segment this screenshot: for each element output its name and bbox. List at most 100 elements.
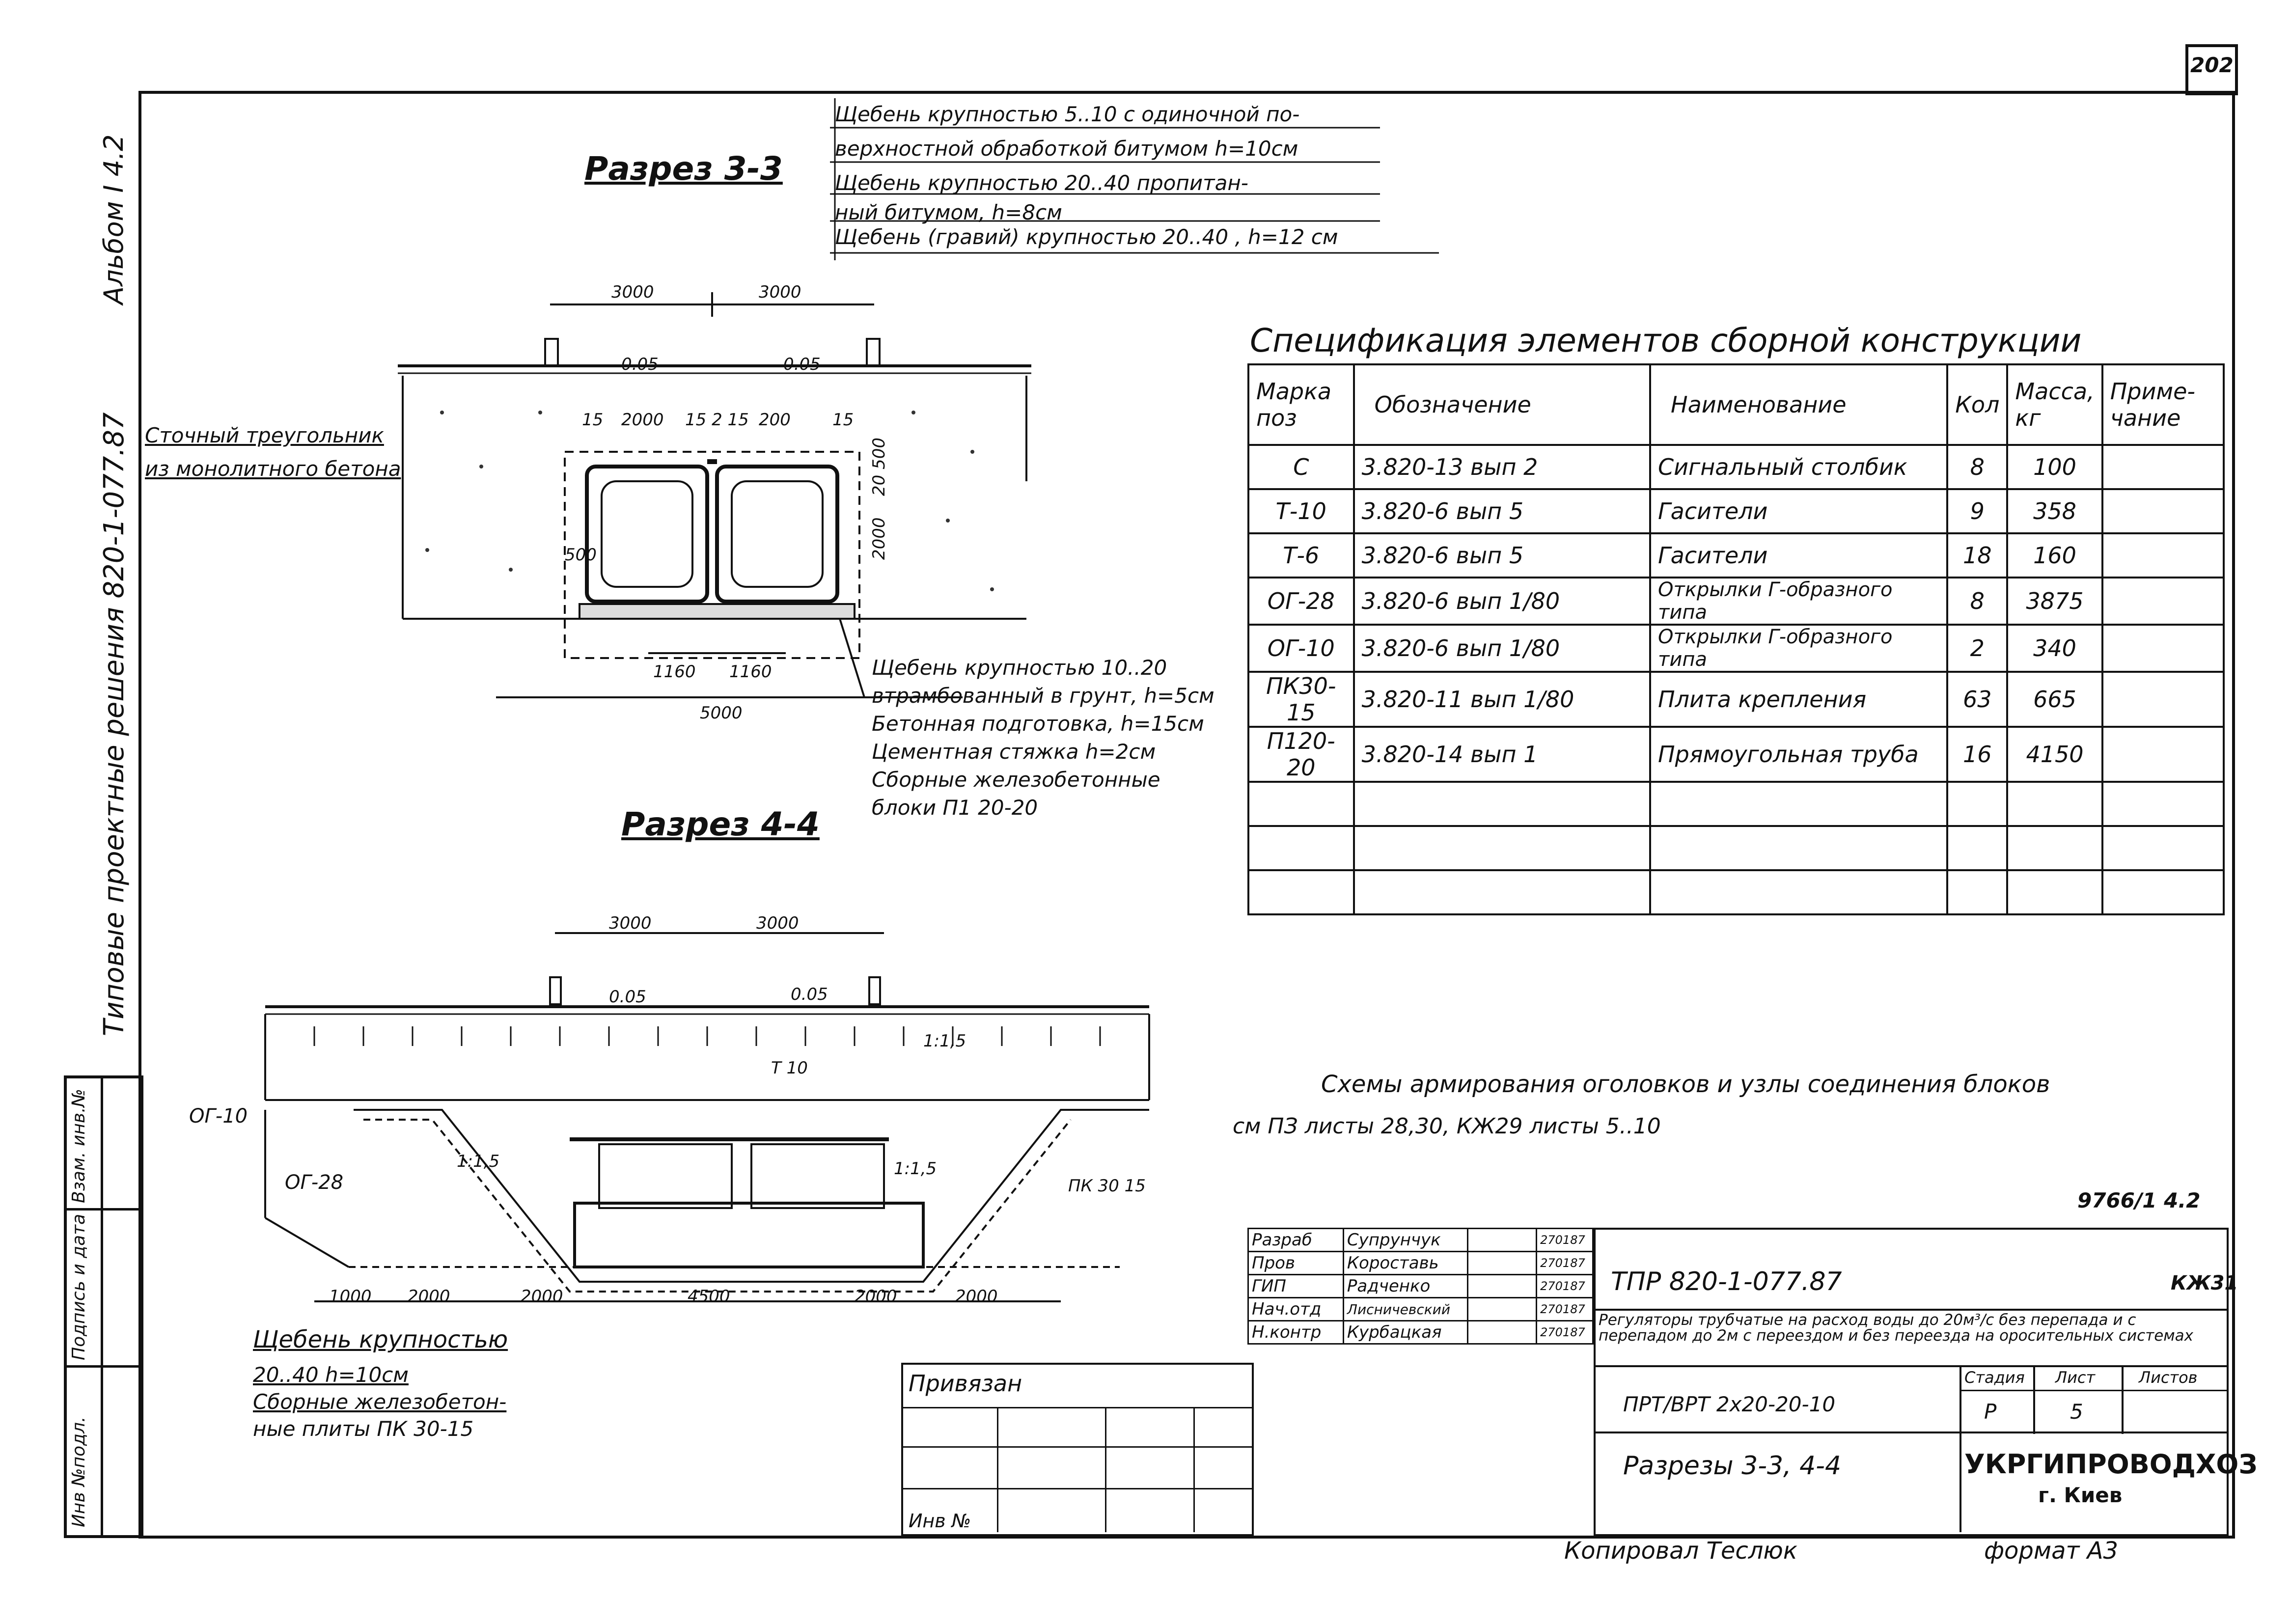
stamp-city: г. Киев xyxy=(2038,1483,2123,1507)
spec-cell: 3.820-6 вып 1/80 xyxy=(1353,624,1652,673)
stamp-sheet: 5 xyxy=(2070,1400,2083,1424)
note-line: Бетонная подготовка, h=15см xyxy=(872,712,1204,736)
spec-cell xyxy=(2101,869,2225,915)
section-44-drawing xyxy=(264,932,1150,1302)
spec-cell xyxy=(2006,825,2103,871)
spec-cell: 358 xyxy=(2006,488,2103,534)
stamp-code: ТПР 820-1-077.87 xyxy=(1611,1267,1842,1296)
spec-cell xyxy=(1247,869,1355,915)
spec-cell: 3.820-6 вып 1/80 xyxy=(1353,577,1652,626)
stamp-date: 270187 xyxy=(1536,1320,1594,1345)
spec-cell: 100 xyxy=(2006,444,2103,490)
spec-cell xyxy=(1353,869,1652,915)
spec-header: Наименование xyxy=(1649,363,1949,446)
spec-cell: П120-20 xyxy=(1247,726,1355,783)
stamp-date: 270187 xyxy=(1536,1297,1594,1321)
attached-divider xyxy=(1105,1407,1106,1532)
section-33-dim: 200 xyxy=(759,410,791,430)
spec-cell xyxy=(2101,781,2225,827)
stamp-stage: Р xyxy=(1984,1400,1997,1424)
spec-cell xyxy=(2101,624,2225,673)
section-44-bottom-dim: 2000 xyxy=(855,1287,897,1306)
spec-cell: 16 xyxy=(1946,726,2009,783)
spec-header: Марка поз xyxy=(1247,363,1355,446)
spec-header: Приме- чание xyxy=(2101,363,2225,446)
section-33-dim: 0.05 xyxy=(621,355,659,374)
side-divider xyxy=(64,1208,140,1211)
spec-header: Обозначение xyxy=(1353,363,1652,446)
scheme-note-line: Схемы армирования оголовков и узлы соеди… xyxy=(1321,1071,2050,1098)
spec-cell: 160 xyxy=(2006,532,2103,578)
spec-cell xyxy=(1247,781,1355,827)
section-44-bottom-dim: 4500 xyxy=(688,1287,730,1306)
spec-cell: 3.820-11 вып 1/80 xyxy=(1353,671,1652,728)
stamp-sheet-label: Лист xyxy=(2055,1368,2096,1387)
scheme-note-line: см ПЗ листы 28,30, КЖ29 листы 5..10 xyxy=(1233,1114,1661,1139)
spec-cell: Гасители xyxy=(1649,488,1949,534)
stamp-stage-label: Стадия xyxy=(1964,1368,2025,1387)
stamp-org: УКРГИПРОВОДХОЗ xyxy=(1964,1449,2258,1480)
attached-divider xyxy=(901,1407,1252,1408)
section-44-label-t10: Т 10 xyxy=(771,1058,808,1078)
spec-cell: 63 xyxy=(1946,671,2009,728)
spec-cell xyxy=(2101,671,2225,728)
spec-cell: Т-6 xyxy=(1247,532,1355,578)
section-33-dim: 3000 xyxy=(759,282,801,302)
spec-cell: Прямоугольная труба xyxy=(1649,726,1949,783)
spec-cell xyxy=(2006,869,2103,915)
side-series: Типовые проектные решения 820-1-077.87 xyxy=(98,412,130,1036)
stamp-divider xyxy=(1594,1309,2227,1311)
stamp-sheets-label: Листов xyxy=(2139,1368,2198,1387)
section-33-dim: 5000 xyxy=(700,703,743,723)
stamp-divider xyxy=(1960,1365,1961,1532)
stamp-subject: Регуляторы трубчатые на расход воды до 2… xyxy=(1599,1311,2194,1345)
spec-cell xyxy=(2101,488,2225,534)
spec-cell xyxy=(1649,869,1949,915)
spec-cell: 340 xyxy=(2006,624,2103,673)
sheet-number: 202 xyxy=(2190,53,2234,77)
section-44-dim: 0.05 xyxy=(791,985,828,1004)
stamp-signature xyxy=(1467,1274,1538,1298)
top-notes-underlines xyxy=(830,98,1439,260)
spec-cell xyxy=(2101,577,2225,626)
section-33-dim: 3000 xyxy=(611,282,654,302)
side-divider xyxy=(101,1075,103,1535)
format-label: формат А3 xyxy=(1984,1537,2119,1565)
top-note-line: Щебень крупностью 5..10 с одиночной по- xyxy=(835,102,1300,126)
section-33-drawing xyxy=(398,292,1031,698)
note-line: Цементная стяжка h=2см xyxy=(872,740,1156,764)
stamp-name: Лисничевский xyxy=(1342,1297,1469,1321)
side-divider xyxy=(64,1365,140,1368)
spec-cell: 3.820-14 вып 1 xyxy=(1353,726,1652,783)
spec-cell: Сигнальный столбик xyxy=(1649,444,1949,490)
section-44-label-og10: ОГ-10 xyxy=(189,1105,248,1128)
top-note-line: верхностной обработкой битумом h=10см xyxy=(835,137,1298,161)
stamp-signature xyxy=(1467,1320,1538,1345)
side-fields-box xyxy=(64,1075,143,1538)
section-44-slope: 1:1,5 xyxy=(923,1031,966,1051)
inv-label: Инв № xyxy=(909,1510,971,1532)
section-33-dim: 500 xyxy=(565,545,597,565)
attached-label: Привязан xyxy=(909,1370,1022,1397)
side-album: Альбом I 4.2 xyxy=(98,134,129,305)
side-field-inv: Инв №подл. xyxy=(69,1416,89,1527)
attached-divider xyxy=(1193,1407,1195,1532)
spec-table: Марка поз Обозначение Наименование Кол М… xyxy=(1247,363,2225,915)
copied-by: Копировал Теслюк xyxy=(1564,1537,1797,1565)
stamp-role: Нач.отд xyxy=(1247,1297,1344,1321)
section-44-bottom-dim: 2000 xyxy=(955,1287,998,1306)
spec-cell: 8 xyxy=(1946,577,2009,626)
note-line: ные плиты ПК 30-15 xyxy=(253,1417,474,1441)
spec-cell: С xyxy=(1247,444,1355,490)
attached-divider xyxy=(997,1407,998,1532)
spec-cell xyxy=(1353,781,1652,827)
